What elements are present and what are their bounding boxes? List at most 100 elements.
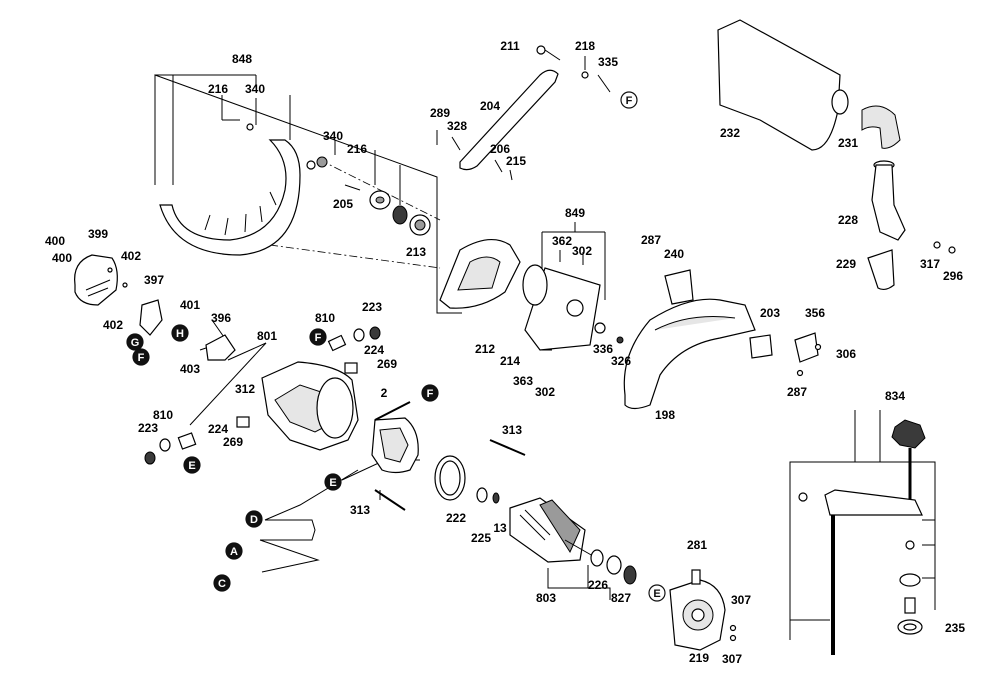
ref-marker-F: F (620, 91, 638, 109)
callout-216: 216 (347, 142, 367, 156)
callout-810: 810 (153, 408, 173, 422)
ref-letter-F: F (315, 332, 322, 344)
ref-letter-G: G (131, 337, 140, 349)
callout-362: 362 (552, 234, 572, 248)
ref-letter-H: H (176, 328, 184, 340)
callout-198: 198 (655, 408, 675, 422)
ref-marker-A: A (225, 542, 243, 560)
ref-marker-F: F (309, 328, 327, 346)
callout-218: 218 (575, 39, 595, 53)
ref-letter-A: A (230, 546, 238, 558)
callout-396: 396 (211, 311, 231, 325)
callout-225: 225 (471, 531, 491, 545)
ref-marker-H: H (171, 324, 189, 342)
ref-marker-circle (324, 473, 342, 491)
callout-231: 231 (838, 136, 858, 150)
callout-205: 205 (333, 197, 353, 211)
callout-203: 203 (760, 306, 780, 320)
trigger-switch (139, 299, 163, 336)
ref-marker-C: C (213, 574, 231, 592)
callout-803: 803 (536, 591, 556, 605)
callout-313: 313 (350, 503, 370, 517)
callout-2: 2 (381, 386, 388, 400)
leader-lines (154, 49, 936, 640)
ref-letter-F: F (626, 95, 633, 107)
callout-400: 400 (45, 234, 65, 248)
callout-399: 399 (88, 227, 108, 241)
ref-marker-E: E (183, 456, 201, 474)
callout-402: 402 (103, 318, 123, 332)
callout-307: 307 (722, 652, 742, 666)
callout-306: 306 (836, 347, 856, 361)
callout-287: 287 (641, 233, 661, 247)
callout-801: 801 (257, 329, 277, 343)
ref-letter-F: F (427, 388, 434, 400)
callout-224: 224 (364, 343, 384, 357)
callout-228: 228 (838, 213, 858, 227)
callout-287: 287 (787, 385, 807, 399)
clamp-knob (891, 419, 926, 449)
guard-link-arm (459, 69, 559, 171)
callout-213: 213 (406, 245, 426, 259)
ref-marker-circle (245, 510, 263, 528)
callout-206: 206 (490, 142, 510, 156)
callout-224: 224 (208, 422, 228, 436)
callout-214: 214 (500, 354, 520, 368)
ref-letter-E: E (329, 477, 336, 489)
ref-marker-circle (183, 456, 201, 474)
callout-296: 296 (943, 269, 963, 283)
ref-marker-E: E (324, 473, 342, 491)
callout-849: 849 (565, 206, 585, 220)
callout-340: 340 (323, 129, 343, 143)
ref-marker-circle (225, 542, 243, 560)
ref-marker-circle (620, 91, 638, 109)
switch-cover (205, 334, 236, 361)
ref-marker-E: E (648, 584, 666, 602)
callout-219: 219 (689, 651, 709, 665)
handle-housing (74, 254, 118, 306)
upper-blade-guard (623, 298, 756, 410)
callout-307: 307 (731, 593, 751, 607)
callout-313: 313 (502, 423, 522, 437)
ref-marker-F: F (421, 384, 439, 402)
chute-flap (867, 249, 895, 291)
callout-810: 810 (315, 311, 335, 325)
callout-834: 834 (885, 389, 905, 403)
guard-tab (749, 334, 773, 359)
callout-13: 13 (493, 521, 507, 535)
ref-marker-F: F (132, 348, 150, 366)
callout-229: 229 (836, 257, 856, 271)
callout-328: 328 (447, 119, 467, 133)
ref-marker-circle (171, 324, 189, 342)
ref-marker-G: G (126, 333, 144, 351)
part-shapes (74, 19, 956, 655)
callout-204: 204 (480, 99, 500, 113)
callout-848: 848 (232, 52, 252, 66)
callout-827: 827 (611, 591, 631, 605)
ref-letter-D: D (250, 514, 258, 526)
callout-240: 240 (664, 247, 684, 261)
ref-letter-C: C (218, 578, 226, 590)
ref-marker-circle (309, 328, 327, 346)
callout-222: 222 (446, 511, 466, 525)
ref-marker-D: D (245, 510, 263, 528)
ref-marker-circle (126, 333, 144, 351)
callout-269: 269 (223, 435, 243, 449)
callout-289: 289 (430, 106, 450, 120)
callout-397: 397 (144, 273, 164, 287)
ref-marker-circle (648, 584, 666, 602)
ref-marker-circle (132, 348, 150, 366)
callout-212: 212 (475, 342, 495, 356)
clamp-arm (824, 489, 923, 516)
ref-letter-F: F (138, 352, 145, 364)
callout-216: 216 (208, 82, 228, 96)
callout-302: 302 (572, 244, 592, 258)
callout-326: 326 (611, 354, 631, 368)
callout-235: 235 (945, 621, 965, 635)
callout-312: 312 (235, 382, 255, 396)
callout-356: 356 (805, 306, 825, 320)
lower-blade-guard (159, 139, 301, 256)
